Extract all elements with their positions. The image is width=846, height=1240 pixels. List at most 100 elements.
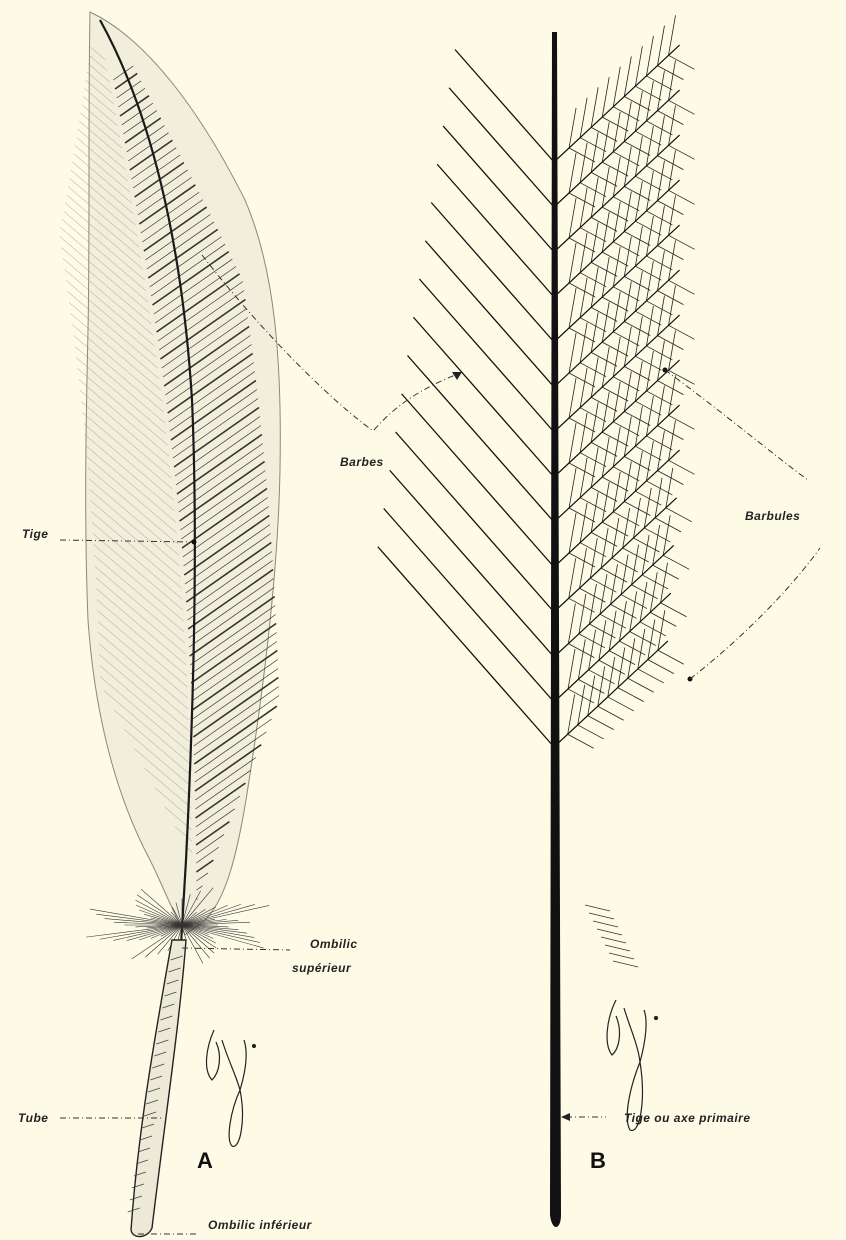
- label-tige-axe-group: Tige ou axe primaire: [561, 1111, 751, 1125]
- feather-b-shaft: [550, 32, 561, 1227]
- barbule-down: [591, 307, 617, 321]
- barbule-down: [580, 318, 606, 332]
- barbule-down: [613, 242, 639, 256]
- barbule-down: [646, 121, 672, 135]
- barbule-down: [669, 235, 695, 249]
- barbule-down: [646, 256, 672, 270]
- barbule-down: [568, 644, 594, 658]
- barbule-down: [602, 387, 628, 401]
- barbule-down: [646, 301, 672, 315]
- barbule-down: [602, 522, 628, 536]
- barbule-down: [569, 373, 595, 387]
- label-ombilic-inferieur: Ombilic inférieur: [208, 1218, 313, 1232]
- downy-barb: [90, 909, 182, 925]
- barbule-down: [569, 283, 595, 297]
- barbule-tail: [597, 929, 622, 935]
- barbule-down: [580, 183, 606, 197]
- barbule-down: [602, 342, 628, 356]
- barbule-down: [638, 669, 664, 683]
- barbule-down: [602, 432, 628, 446]
- barbule-down: [657, 246, 683, 260]
- barbule-down: [591, 172, 617, 186]
- barb-right: [554, 641, 668, 747]
- barbule-down: [613, 197, 639, 211]
- figure-letter-b: B: [590, 1148, 606, 1173]
- barbule-down: [657, 156, 683, 170]
- barbule-down: [591, 487, 617, 501]
- barbule-down: [624, 457, 650, 471]
- barbule-down: [613, 107, 639, 121]
- label-tube-group: Tube: [18, 1111, 162, 1125]
- barbule-down: [580, 273, 606, 287]
- barbule-down: [657, 381, 683, 395]
- barbule-down: [669, 415, 695, 429]
- feather-b-diagram: [378, 15, 695, 1227]
- feather-a-vane-outline: [86, 12, 281, 935]
- barbule-down: [602, 297, 628, 311]
- label-barbules-group: Barbules: [663, 368, 821, 682]
- barbule-down: [613, 512, 639, 526]
- barbule-down: [658, 650, 684, 664]
- barbule-down: [569, 238, 595, 252]
- barbule-down: [613, 152, 639, 166]
- barbule-down: [588, 716, 614, 730]
- barbule-down: [590, 578, 616, 592]
- barbule-down: [669, 100, 695, 114]
- feather-a-drawing: [60, 12, 281, 1237]
- barb-left: [378, 547, 554, 747]
- barbule-down: [657, 201, 683, 215]
- barbule-down: [580, 363, 606, 377]
- barbule-down: [569, 598, 595, 612]
- barbule-down: [568, 734, 594, 748]
- barbule-down: [598, 706, 624, 720]
- barbule-down: [635, 356, 661, 370]
- barbule-down: [569, 148, 595, 162]
- downy-barb: [113, 925, 182, 940]
- barbule-down: [635, 176, 661, 190]
- barbule-down: [580, 498, 606, 512]
- barb-left: [437, 164, 554, 297]
- barbule-down: [669, 280, 695, 294]
- barb-left: [396, 432, 554, 612]
- barbule-tail: [605, 945, 630, 951]
- barb-left: [390, 470, 554, 657]
- figure-letter-a: A: [197, 1148, 213, 1173]
- barbule-down: [569, 553, 595, 567]
- barbule-down: [608, 697, 634, 711]
- barbule-down: [669, 145, 695, 159]
- barbule-down: [591, 217, 617, 231]
- barbule-down: [580, 543, 606, 557]
- barbule-down: [580, 453, 606, 467]
- barbule-down: [646, 346, 672, 360]
- barbule-down: [657, 111, 683, 125]
- barbule-down: [580, 138, 606, 152]
- label-tige: Tige: [22, 527, 48, 541]
- barbule-down: [669, 190, 695, 204]
- barbule-down: [657, 291, 683, 305]
- label-ombilic-superieur-line1: Ombilic: [310, 937, 358, 951]
- label-ombilic-inferieur-group: Ombilic inférieur: [138, 1218, 313, 1234]
- barbule-down: [613, 332, 639, 346]
- barbule-down: [602, 207, 628, 221]
- barbule-tail: [609, 953, 634, 959]
- label-barbes: Barbes: [340, 455, 384, 469]
- barbule-down: [635, 86, 661, 100]
- barbule-down: [569, 193, 595, 207]
- barbule-down: [591, 442, 617, 456]
- barbule-down: [635, 311, 661, 325]
- barb-left: [402, 394, 554, 567]
- barbule-tail: [593, 921, 618, 927]
- barb-left: [413, 317, 554, 477]
- barbule-down: [569, 463, 595, 477]
- barbule-down: [648, 660, 674, 674]
- barbule-down: [613, 467, 639, 481]
- barbule-down: [591, 127, 617, 141]
- barbule-down: [628, 678, 654, 692]
- barbule-down: [669, 325, 695, 339]
- barbule-down: [602, 252, 628, 266]
- barb-left: [425, 241, 554, 387]
- barb-left: [455, 50, 554, 163]
- barbule-down: [591, 262, 617, 276]
- label-ombilic-superieur-line2: supérieur: [292, 961, 352, 975]
- barbule-down: [669, 55, 695, 69]
